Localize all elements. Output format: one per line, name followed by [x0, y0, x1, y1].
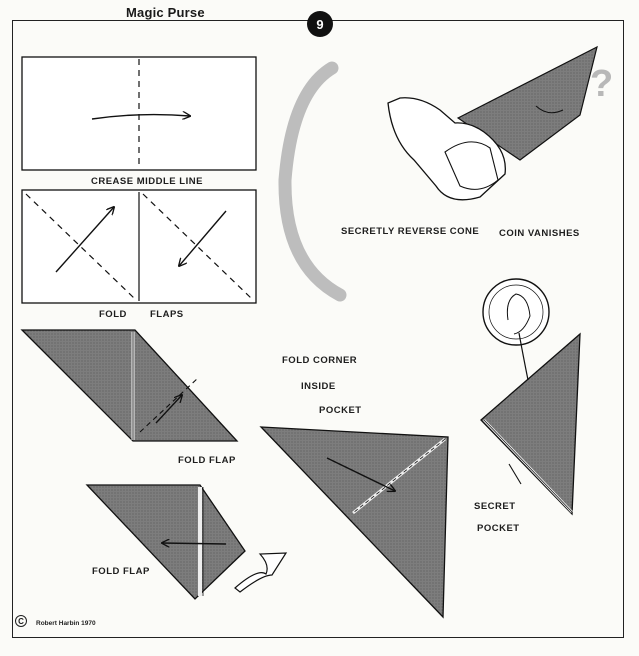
label-secret: SECRET: [474, 501, 516, 512]
fold-arrow-icon: [55, 207, 114, 273]
fold-flaps-panel: [21, 189, 257, 304]
cone-with-coin: [480, 278, 581, 516]
copyright-icon: C: [15, 615, 27, 627]
label-inside: INSIDE: [301, 381, 336, 392]
label-fold-flap-2: FOLD FLAP: [92, 566, 150, 577]
fold-arrow-icon: [91, 115, 190, 119]
fold-arrow-icon: [179, 210, 227, 266]
large-triangle: [259, 426, 449, 619]
label-pocket: POCKET: [319, 405, 362, 416]
folded-diamond: [20, 329, 239, 442]
label-coin-vanishes: COIN VANISHES: [499, 228, 580, 239]
step-number-badge: 9: [307, 11, 333, 37]
hand-with-cone: [387, 45, 598, 201]
label-secretly-reverse-cone: SECRETLY REVERSE CONE: [341, 226, 480, 237]
label-secret-pocket: POCKET: [477, 523, 520, 534]
label-flaps: FLAPS: [150, 309, 184, 320]
label-fold: FOLD: [99, 309, 127, 320]
turn-over-arrow-icon: [234, 552, 288, 593]
fold-arrow-icon: [155, 395, 182, 424]
coin-icon: [482, 278, 550, 346]
fold-arrow-icon: [162, 543, 227, 544]
question-mark-icon: ?: [590, 63, 614, 105]
crease-middle-panel: [21, 56, 257, 171]
credit-text: Robert Harbin 1970: [36, 620, 96, 627]
label-fold-flap-1: FOLD FLAP: [178, 455, 236, 466]
fold-arrow-icon: [326, 457, 395, 491]
hand-icon: [387, 97, 506, 201]
triangle-with-flap: [85, 484, 288, 600]
motion-curve: [278, 61, 347, 302]
label-crease-middle-line: CREASE MIDDLE LINE: [91, 176, 203, 187]
page-title: Magic Purse: [122, 5, 209, 20]
label-fold-corner: FOLD CORNER: [282, 355, 358, 366]
